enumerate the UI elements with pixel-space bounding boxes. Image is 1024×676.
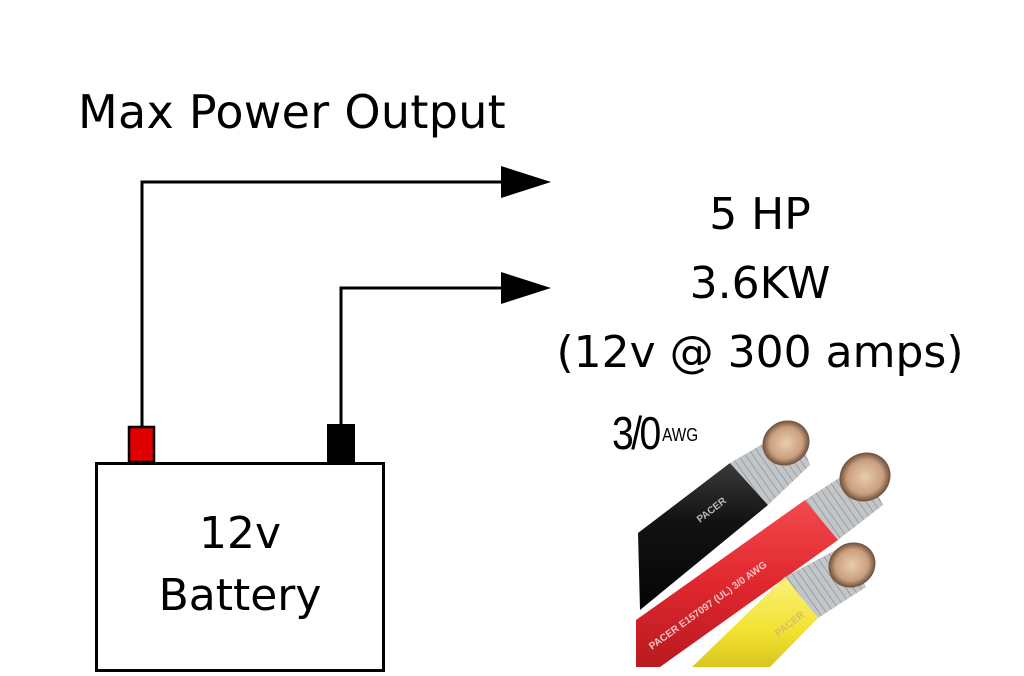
positive-lead-line (140, 180, 505, 430)
battery-box: 12v Battery (95, 462, 385, 672)
black-cable: PACER (638, 420, 810, 610)
power-specs: 5 HP 3.6KW (12v @ 300 amps) (520, 180, 1000, 387)
positive-arrowhead (501, 166, 551, 198)
negative-lead-line (339, 286, 505, 428)
battery-voltage: 12v (198, 508, 282, 559)
cable-gauge: 3/0 (612, 407, 661, 459)
spec-detail: (12v @ 300 amps) (556, 327, 964, 378)
negative-terminal (327, 424, 355, 463)
positive-terminal (127, 425, 156, 464)
cable-gauge-unit: AWG (662, 425, 699, 445)
cable-illustration: PACER PACER E157097 (UL) 3/0 AWG PACER (636, 420, 891, 667)
spec-horsepower: 5 HP (709, 189, 811, 240)
negative-arrowhead (501, 272, 551, 304)
battery-name: Battery (158, 570, 322, 621)
battery-label: 12v Battery (98, 503, 382, 627)
spec-kilowatts: 3.6KW (689, 258, 831, 309)
yellow-cable: PACER (692, 542, 876, 667)
diagram-title: Max Power Output (78, 85, 507, 139)
